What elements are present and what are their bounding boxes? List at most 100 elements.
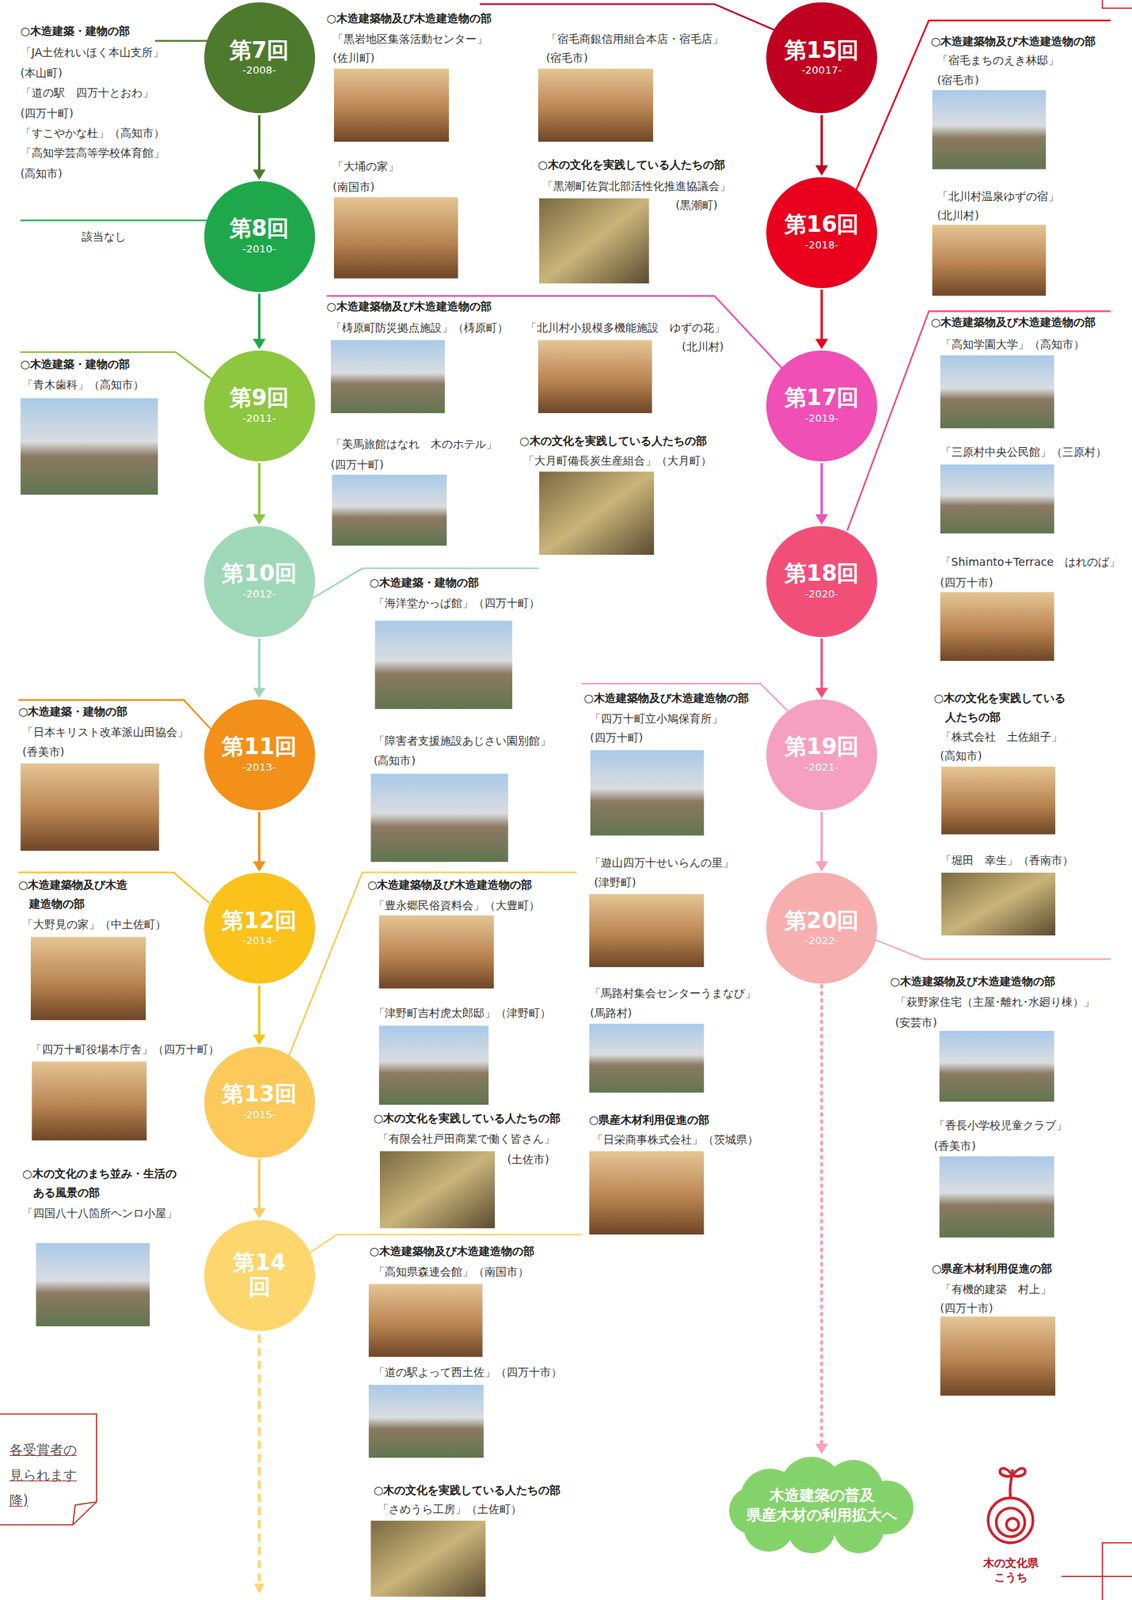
- round-year: -2018-: [805, 239, 839, 253]
- award-text: 「遊山四万十せいらんの里」: [589, 854, 734, 871]
- award-text: (南国市): [332, 178, 375, 195]
- flow-line: [258, 638, 261, 691]
- logo-mark: [987, 1469, 1034, 1544]
- round-title: 第8回: [229, 216, 289, 242]
- arrow-head: [253, 338, 266, 350]
- round-fill: [766, 873, 878, 984]
- flow-arrow: [815, 985, 829, 1455]
- award-text: (北川村): [681, 338, 724, 355]
- round-year: -20017-: [801, 64, 843, 78]
- round-year: -2020-: [805, 588, 839, 602]
- category-heading: ○木造建築物及び木造建造物の部: [930, 314, 1096, 331]
- award-text: 「日本キリスト改革派山田協会」: [22, 724, 189, 741]
- round-title: 第10回: [221, 562, 297, 587]
- arrow-head: [815, 338, 829, 350]
- flow-line: [820, 638, 824, 691]
- round-node: 第8回-2010-: [204, 181, 316, 293]
- arrow-head: [815, 1443, 829, 1455]
- award-text: (四万十市): [940, 1300, 994, 1317]
- flow-arrow: [253, 638, 266, 699]
- category-heading: ○県産木材利用促進の部: [588, 1112, 710, 1129]
- round-year: -2012-: [242, 588, 276, 602]
- flow-arrow: [253, 812, 266, 872]
- category-heading: ○木造建築物及び木造建造物の部: [584, 690, 749, 707]
- round-node: 第18回-2020-: [766, 526, 878, 638]
- callout-fold: [72, 1502, 97, 1526]
- award-text: (高知市): [373, 752, 416, 769]
- round-fill: [766, 699, 878, 811]
- category-heading: ○木造建築物及び木造建造物の部: [367, 877, 532, 893]
- flow-arrow: [815, 638, 829, 699]
- flow-arrow: [815, 812, 829, 872]
- cloud-content: 木造建築の普及 県産木材の利用拡大へ: [722, 1455, 921, 1555]
- round-title: 第20回: [784, 909, 860, 935]
- round-year: -2008-: [242, 64, 276, 78]
- round-title: 第18回: [784, 562, 860, 587]
- award-text: 「四万十町役場本庁舎」（四万十町）: [30, 1041, 220, 1058]
- award-text: 「大月町備長炭生産組合」（大月町）: [523, 452, 712, 469]
- award-text: (四万十市): [940, 574, 994, 591]
- round-year: -2015-: [242, 1109, 276, 1123]
- category-heading: ○県産木材利用促進の部: [931, 1261, 1053, 1277]
- award-text: 「梼原町防災拠点施設」（梼原町）: [330, 319, 509, 336]
- flow-arrow: [253, 985, 266, 1045]
- round-year: -2022-: [805, 934, 839, 949]
- flow-arrow: [815, 463, 829, 525]
- award-text: 「三原村中央公民館」（三原村）: [940, 444, 1107, 460]
- category-heading: ○木造建築・建物の部: [20, 356, 130, 373]
- award-text: (佐川町): [332, 49, 375, 66]
- round-content: 第15回-20017-: [766, 2, 878, 114]
- round-node: 第14 回: [204, 1220, 316, 1332]
- round-node: 第7回-2008-: [204, 2, 316, 114]
- flow-arrow: [253, 114, 266, 180]
- award-text: 「北川村温泉ゆずの宿」: [937, 188, 1060, 205]
- round-content: 第17回-2019-: [766, 350, 878, 462]
- category-heading: ○木の文化を実践している人たちの部: [373, 1110, 561, 1127]
- category-heading: ○木の文化のまち並み・生活の ある風景の部: [22, 1164, 183, 1203]
- award-text: (四万十町): [330, 456, 384, 473]
- round-content: 第13回-2015-: [204, 1047, 316, 1159]
- round-fill: [204, 526, 316, 638]
- round-fill: [766, 350, 878, 462]
- category-heading: ○木の文化を実践している 人たちの部: [934, 688, 1072, 727]
- round-node: 第9回-2011-: [204, 350, 316, 462]
- award-text: (宿毛市): [546, 49, 589, 66]
- award-text: 「JA土佐れいほく本山支所」: [20, 44, 164, 61]
- award-text: (安芸市): [895, 1014, 938, 1031]
- award-text: 「豊永郷民俗資料会」（大豊町）: [373, 897, 540, 914]
- award-text: 「すこやかな杜」（高知市）: [20, 125, 165, 141]
- flow-line: [820, 114, 824, 168]
- category-heading: ○木造建築・建物の部: [18, 703, 128, 720]
- round-title: 第11回: [221, 735, 297, 760]
- award-text: 「海洋堂かっぱ館」（四万十町）: [373, 595, 540, 612]
- flow-line: [258, 293, 261, 342]
- award-text: 「四国八十八箇所ヘンロ小屋」: [22, 1205, 178, 1222]
- category-heading: ○木の文化を実践している人たちの部: [519, 433, 707, 449]
- round-content: 第7回-2008-: [204, 2, 316, 114]
- round-node: 第15回-20017-: [766, 2, 878, 114]
- round-title: 第13回: [221, 1082, 297, 1108]
- award-text: 「堀田 幸生」（香南市）: [940, 852, 1074, 869]
- round-content: 第20回-2022-: [766, 873, 878, 984]
- award-text: 「津野町吉村虎太郎邸」（津野町）: [373, 1005, 551, 1022]
- callout-box: 各受賞者の 見られます 降): [0, 1413, 98, 1527]
- round-fill: [204, 1047, 316, 1159]
- award-text: 「宿毛まちのえき林邸」: [937, 52, 1060, 69]
- flow-line: [258, 114, 261, 172]
- flow-line: [258, 1159, 261, 1212]
- arrow-head: [815, 687, 829, 699]
- flow-arrow: [253, 1159, 266, 1220]
- arrow-head: [815, 514, 829, 525]
- round-node: 第10回-2012-: [204, 526, 316, 638]
- round-node: 第17回-2019-: [766, 350, 878, 462]
- category-heading: ○木造建築・建物の部: [369, 574, 479, 591]
- cloud-node: 木造建築の普及 県産木材の利用拡大へ: [722, 1455, 921, 1555]
- round-fill: [766, 2, 878, 114]
- cloud-text: 木造建築の普及 県産木材の利用拡大へ: [734, 1485, 909, 1525]
- callout-text: 各受賞者の 見られます 降): [9, 1437, 83, 1514]
- category-heading: ○木造建築物及び木造建造物の部: [326, 298, 492, 315]
- award-text: 「萩野家住宅（主屋･離れ･水廻り棟）」: [895, 994, 1095, 1011]
- award-text: 「高知学園大学」（高知市）: [940, 336, 1085, 353]
- arrow-head: [253, 169, 266, 180]
